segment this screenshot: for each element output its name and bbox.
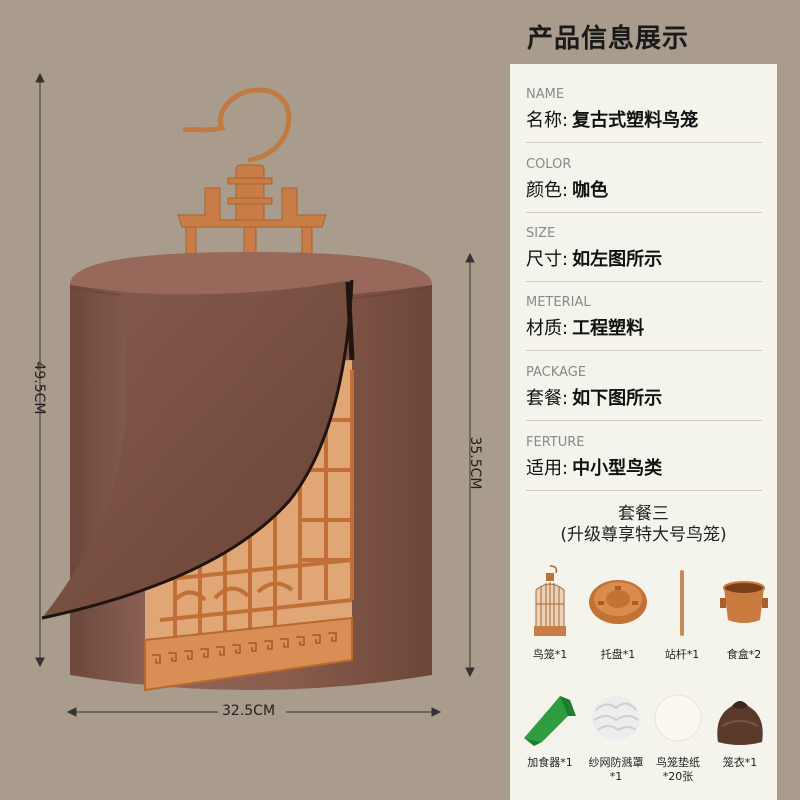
cage-top-ornament (177, 164, 327, 258)
divider (526, 490, 762, 491)
info-label-en: NAME (526, 87, 565, 102)
zipper (345, 281, 355, 361)
package-item-cage-cover: 笼衣*1 (704, 686, 776, 770)
cage-paper-icon (654, 694, 702, 742)
info-row-material: METERIAL 材质:工程塑料 (526, 294, 762, 351)
info-value: 如下图所示 (572, 388, 663, 409)
info-value: 复古式塑料鸟笼 (572, 110, 699, 131)
item-caption: 笼衣*1 (722, 756, 758, 769)
divider (526, 350, 762, 351)
package-item-mesh-guard: 纱网防溅罩 *1 (580, 686, 652, 784)
item-caption: 食盒*2 (726, 648, 762, 661)
divider (526, 281, 762, 282)
package-name: 套餐三 (618, 504, 669, 524)
item-caption: 托盘*1 (600, 648, 636, 661)
item-caption: 纱网防溅罩 (588, 756, 644, 769)
info-value: 工程塑料 (572, 318, 645, 339)
item-caption: 站杆*1 (664, 648, 700, 661)
bird-cage-product-illustration (35, 72, 475, 717)
info-key: 名称: (526, 110, 569, 131)
info-row-package: PACKAGE 套餐:如下图所示 (526, 364, 762, 421)
info-label-en: COLOR (526, 157, 572, 172)
item-caption: 加食器*1 (527, 756, 573, 769)
page-title: 产品信息展示 (527, 24, 690, 54)
info-key: 套餐: (526, 388, 569, 409)
info-key: 尺寸: (526, 249, 569, 270)
divider (526, 212, 762, 213)
tray-icon (589, 580, 647, 624)
mesh-guard-icon (592, 696, 640, 740)
item-caption-qty: *1 (609, 770, 623, 783)
package-item-food-box: 食盒*2 (708, 564, 780, 662)
info-row-name: NAME 名称:复古式塑料鸟笼 (526, 86, 762, 143)
info-value: 中小型鸟类 (572, 458, 663, 479)
info-panel: NAME 名称:复古式塑料鸟笼 COLOR 颜色:咖色 SIZE 尺寸:如左图所… (510, 64, 777, 800)
info-key: 颜色: (526, 180, 569, 201)
item-caption: 鸟笼垫纸 (656, 756, 700, 769)
package-item-tray: 托盘*1 (582, 564, 654, 662)
info-row-color: COLOR 颜色:咖色 (526, 156, 762, 213)
package-item-bird-cage: 鸟笼*1 (514, 564, 586, 662)
item-caption: 鸟笼*1 (532, 648, 568, 661)
info-value: 如左图所示 (572, 249, 663, 270)
inner-height-dimension-label: 35.5CM (467, 436, 483, 490)
info-label-en: METERIAL (526, 295, 591, 310)
package-subtitle: (升级尊享特大号鸟笼) (560, 525, 727, 545)
package-item-cage-paper: 鸟笼垫纸 *20张 (642, 686, 714, 784)
info-key: 材质: (526, 318, 569, 339)
item-caption-qty: *20张 (662, 770, 694, 783)
info-label-en: SIZE (526, 226, 556, 241)
food-box-icon (720, 581, 768, 623)
package-item-perch: 站杆*1 (646, 564, 718, 662)
feeder-icon (524, 696, 576, 746)
hook (182, 87, 292, 163)
info-key: 适用: (526, 458, 569, 479)
info-label-en: FERTURE (526, 435, 585, 450)
bird-cage-icon (534, 565, 566, 636)
height-dimension-label: 49.5CM (31, 361, 47, 415)
divider (526, 142, 762, 143)
cage-cover-icon (717, 701, 763, 745)
info-value: 咖色 (572, 180, 609, 201)
width-dimension-label: 32.5CM (222, 703, 276, 719)
info-row-feature: FERTURE 适用:中小型鸟类 (526, 434, 762, 491)
info-row-size: SIZE 尺寸:如左图所示 (526, 225, 762, 282)
package-item-feeder: 加食器*1 (514, 686, 586, 770)
perch-icon (680, 570, 684, 636)
info-label-en: PACKAGE (526, 365, 586, 380)
package-title: 套餐三 (升级尊享特大号鸟笼) (510, 504, 777, 546)
divider (526, 420, 762, 421)
